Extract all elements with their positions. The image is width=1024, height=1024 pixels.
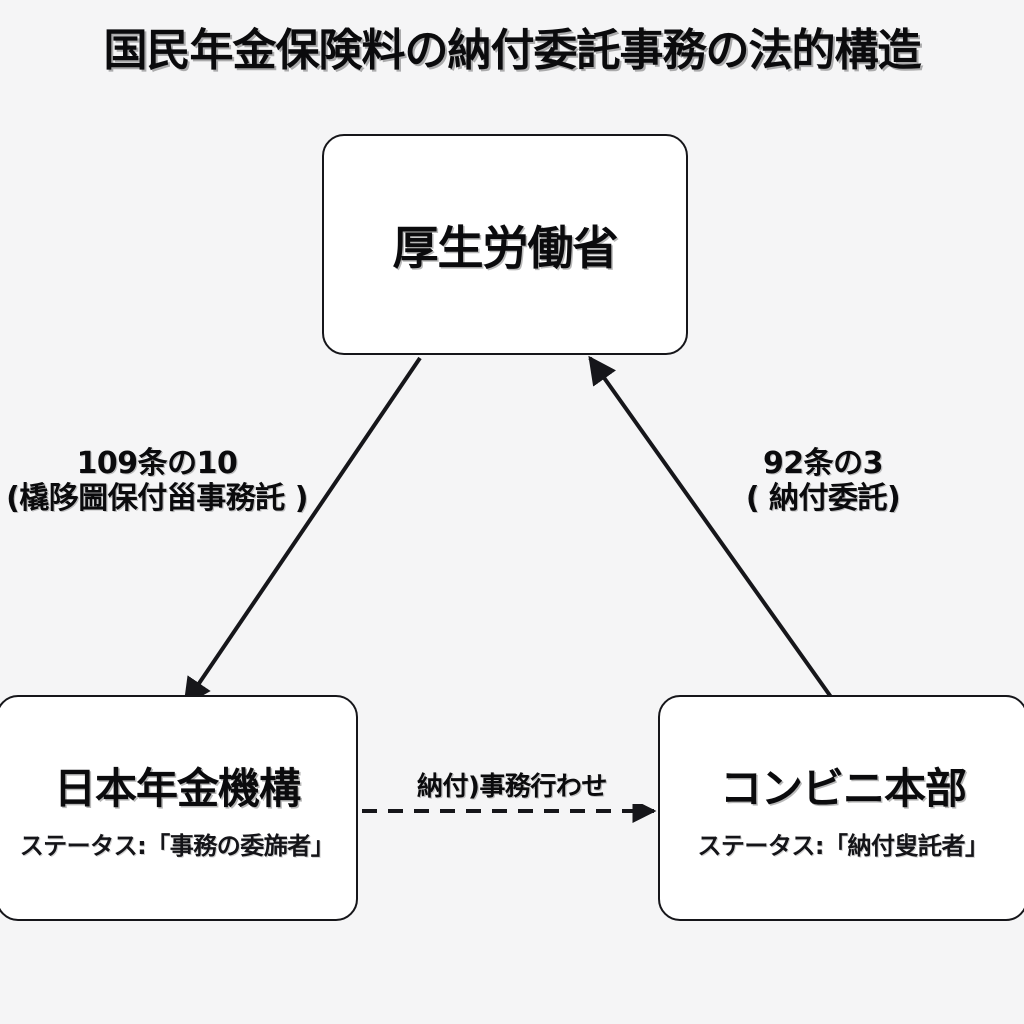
node-japan-pension-service[interactable]: 日本年金機構 ステータス:「事務の委旆者」 — [0, 695, 358, 921]
edge-label-middle-line1: 納付)事務行わせ — [417, 772, 607, 802]
edge-ministry-to-jpservice — [183, 356, 422, 707]
edge-label-left-line1: 109条の10 — [76, 446, 238, 481]
edge-label-left-line2: (橇陊圌保付甾事務託 ) — [6, 481, 308, 517]
edge-convenience-to-ministry — [588, 355, 838, 706]
node-convenience-store-hq-title: コンビニ本部 — [719, 764, 967, 813]
edge-label-right-line1: 92条の3 — [762, 446, 884, 481]
edge-label-right-line2: ( 納付委託) — [745, 481, 901, 517]
edge-label-ministry-to-jpservice: 109条の10 (橇陊圌保付甾事務託 ) — [0, 446, 322, 517]
page-title: 国民年金保険料の納付委託事務の法的構造 — [103, 25, 922, 76]
node-japan-pension-service-title: 日本年金機構 — [53, 764, 301, 813]
node-japan-pension-service-status: ステータス:「事務の委旆者」 — [19, 832, 335, 860]
edge-label-jpservice-to-convenience: 納付)事務行わせ — [380, 771, 644, 804]
node-convenience-store-hq-status: ステータス:「納付叟託者」 — [697, 832, 989, 860]
node-convenience-store-hq[interactable]: コンビニ本部 ステータス:「納付叟託者」 — [658, 695, 1024, 921]
node-ministry[interactable]: 厚生労働省 — [322, 134, 688, 355]
node-ministry-title: 厚生労働省 — [392, 220, 619, 275]
edge-label-convenience-to-ministry: 92条の3 ( 納付委託) — [688, 446, 958, 517]
